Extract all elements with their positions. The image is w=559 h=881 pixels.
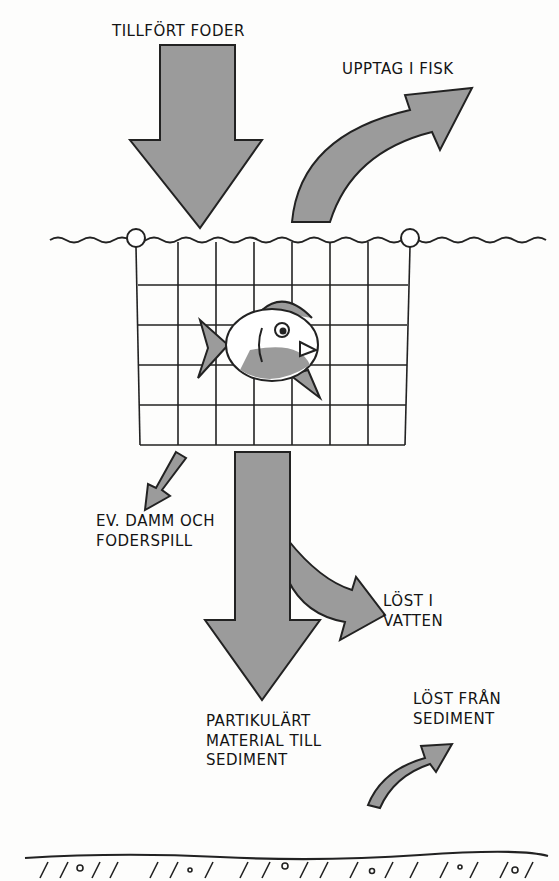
- input-label: TILLFÖRT FODER: [112, 22, 312, 42]
- buoy: [401, 229, 419, 247]
- fish-body: [226, 309, 318, 381]
- uptake-label: UPPTAG I FISK: [342, 60, 522, 80]
- spill-arrow: [145, 452, 186, 510]
- uptake-arrow: [292, 88, 472, 222]
- fish-eye: [275, 323, 289, 337]
- fish-mouth: [300, 342, 316, 356]
- water-surface: [50, 238, 546, 243]
- sediment: [25, 852, 548, 878]
- particulate-label: PARTIKULÄRT MATERIAL TILL SEDIMENT: [206, 712, 351, 771]
- fish-tail: [198, 320, 228, 378]
- release-arrow: [368, 744, 452, 808]
- particulate-arrow: [205, 452, 320, 700]
- dissolved-label: LÖST I VATTEN: [383, 592, 473, 631]
- spill-label: EV. DAMM OCH FODERSPILL: [96, 512, 246, 551]
- buoy: [127, 229, 145, 247]
- fish: [198, 302, 320, 398]
- fish-pupil: [281, 329, 286, 334]
- net-cage: [136, 242, 410, 445]
- feed-arrow: [130, 45, 262, 228]
- fish-gill: [259, 328, 262, 362]
- release-label: LÖST FRÅN SEDIMENT: [413, 690, 525, 729]
